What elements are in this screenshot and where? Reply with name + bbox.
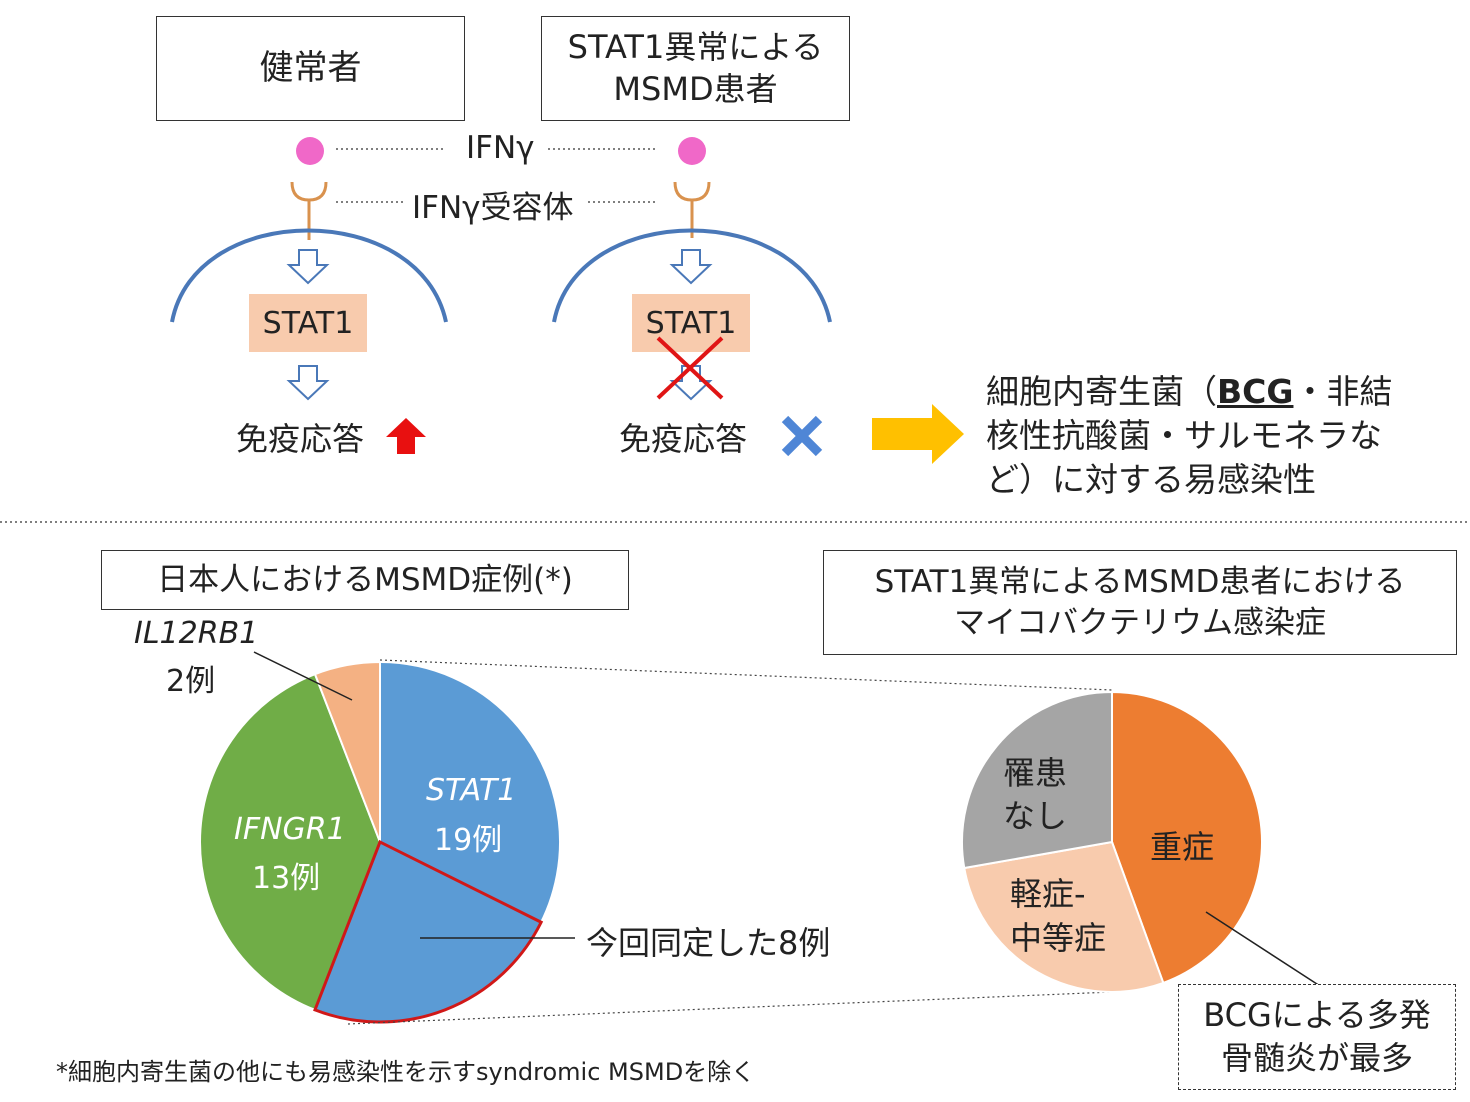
none-label-1: 罹患 — [1003, 754, 1068, 792]
severity-pie-slice-3 — [961, 690, 1113, 870]
susceptibility-text: 細胞内寄生菌（BCG・非結 核性抗酸菌・サルモネラな ど）に対する易感染性 — [986, 370, 1392, 502]
severity-pie-slice-2 — [963, 840, 1165, 993]
severity-pie-slice-1 — [1111, 690, 1263, 985]
down-arrow-icon-right-1 — [669, 249, 713, 285]
bcg-leader-line — [1205, 911, 1321, 987]
down-arrow-icon-left-2 — [286, 365, 330, 401]
ifngr1-gene-label: IFNGR1 — [234, 812, 346, 847]
patient-label-line2: MSMD患者 — [613, 69, 778, 108]
footnote: *細胞内寄生菌の他にも易感染性を示すsyndromic MSMDを除く — [56, 1058, 756, 1086]
down-arrow-icon-right-2 — [669, 365, 713, 401]
patient-label-line1: STAT1異常による — [567, 27, 824, 66]
mild-label-1: 軽症- — [1010, 875, 1086, 913]
bcg-underlined: BCG — [1217, 372, 1294, 411]
bcg-note-line2: 骨髄炎が最多 — [1220, 1039, 1413, 1077]
bcg-note-line1: BCGによる多発 — [1203, 995, 1431, 1034]
susceptibility-line2: 核性抗酸菌・サルモネラな — [986, 416, 1382, 455]
stat1-box-right: STAT1 — [632, 294, 750, 352]
severe-label: 重症 — [1150, 828, 1215, 866]
susceptibility-line3: ど）に対する易感染性 — [986, 460, 1316, 499]
right-title-box: STAT1異常によるMSMD患者における マイコバクテリウム感染症 — [823, 550, 1457, 655]
right-arrow-icon-yellow — [872, 404, 964, 464]
right-title-line1: STAT1異常によるMSMD患者における — [874, 564, 1406, 601]
up-arrow-icon-red — [386, 418, 426, 454]
cell-membrane-left — [170, 228, 448, 323]
right-title-line2: マイコバクテリウム感染症 — [954, 604, 1326, 641]
cell-membrane-right — [552, 228, 832, 323]
zoom-connector-top — [379, 659, 1113, 691]
il12-leader-line — [253, 651, 353, 701]
ifng-label: IFNγ — [466, 130, 535, 166]
mild-label-2: 中等症 — [1010, 919, 1107, 957]
msmd-pie-highlight-slice — [313, 839, 544, 1024]
pie-chart-msmd — [199, 660, 561, 1024]
ifng-ligand-right — [678, 137, 706, 165]
stat1-label-right: STAT1 — [645, 305, 737, 341]
msmd-pie-slice-2 — [199, 672, 382, 1012]
immune-response-right: 免疫応答 — [619, 420, 748, 458]
il12-gene-label: IL12RB1 — [134, 616, 259, 651]
none-label-2: なし — [1003, 797, 1068, 835]
immune-response-left: 免疫応答 — [236, 420, 365, 458]
susceptibility-line1-post: ・非結 — [1293, 372, 1393, 411]
ifng-ligand-left — [296, 137, 324, 165]
susceptibility-line1-pre: 細胞内寄生菌（ — [986, 372, 1217, 411]
patient-box: STAT1異常による MSMD患者 — [541, 16, 850, 121]
blue-x-icon — [781, 415, 823, 457]
ifngr1-count-label: 13例 — [252, 861, 321, 896]
susceptibility-line1: 細胞内寄生菌（BCG・非結 — [986, 370, 1392, 414]
healthy-label: 健常者 — [259, 48, 362, 89]
down-arrow-icon-left-1 — [286, 249, 330, 285]
bcg-note-box: BCGによる多発 骨髄炎が最多 — [1178, 984, 1456, 1090]
msmd-pie-slice-3 — [313, 660, 381, 843]
receptor-icon-left — [290, 181, 328, 240]
healthy-box: 健常者 — [156, 16, 465, 121]
stat1-label-left: STAT1 — [262, 305, 354, 341]
receptor-label: IFNγ受容体 — [412, 190, 574, 226]
stat1-count-label: 19例 — [434, 823, 503, 858]
stat1-box-left: STAT1 — [249, 294, 367, 352]
identified-cases-label: 今回同定した8例 — [586, 924, 831, 962]
il12-count-label: 2例 — [166, 664, 216, 699]
left-title-box: 日本人におけるMSMD症例(*) — [101, 550, 629, 610]
pie-chart-severity — [961, 690, 1263, 993]
left-title: 日本人におけるMSMD症例(*) — [157, 561, 573, 598]
stat1-gene-label: STAT1 — [426, 773, 517, 808]
